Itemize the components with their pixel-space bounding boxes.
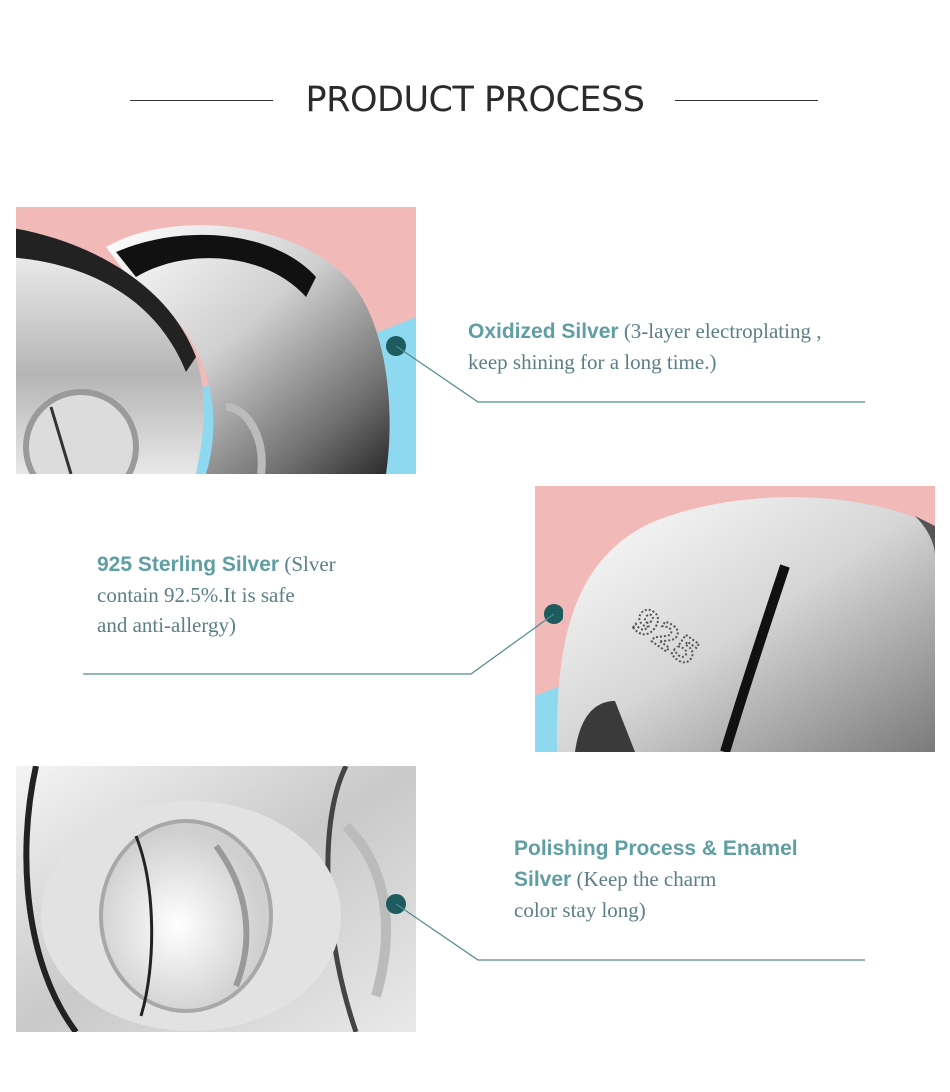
feature-highlight: 925 Sterling Silver bbox=[97, 553, 280, 576]
ring-closeup-photo bbox=[16, 207, 416, 474]
title-rule-left bbox=[130, 100, 273, 101]
title-rule-right bbox=[675, 100, 818, 101]
callout-pointer-1 bbox=[386, 336, 865, 403]
callout-pointer-3 bbox=[386, 894, 865, 961]
feature-text: contain 92.5%.It is safe bbox=[97, 583, 295, 607]
feature-925-sterling-silver: 925 Sterling Silver (Slver contain 92.5%… bbox=[97, 549, 427, 640]
feature-text: keep shining for a long time.) bbox=[468, 350, 717, 374]
feature-highlight: Oxidized Silver bbox=[468, 320, 619, 343]
feature-text: color stay long) bbox=[514, 898, 646, 922]
callout-pointer-2 bbox=[83, 604, 563, 675]
feature-oxidized-silver: Oxidized Silver (3-layer electroplating … bbox=[468, 316, 898, 377]
feature-text: (3-layer electroplating , bbox=[623, 319, 822, 343]
page-title: PRODUCT PROCESS bbox=[305, 80, 645, 120]
feature-text: and anti-allergy) bbox=[97, 613, 236, 637]
feature-text: (Slver bbox=[284, 552, 336, 576]
feature-highlight: Silver bbox=[514, 868, 572, 891]
feature-highlight: Polishing Process & Enamel bbox=[514, 837, 798, 860]
feature-text: (Keep the charm bbox=[576, 867, 717, 891]
ring-925-stamp-photo: 925 bbox=[535, 486, 935, 752]
feature-polishing-process: Polishing Process & Enamel Silver (Keep … bbox=[514, 834, 914, 925]
ring-polished-photo bbox=[16, 766, 416, 1032]
